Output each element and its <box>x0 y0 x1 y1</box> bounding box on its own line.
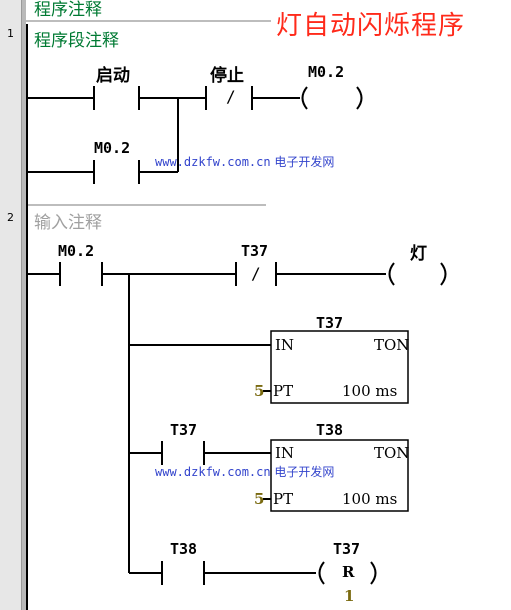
t37-type: TON <box>374 336 410 354</box>
t37-timebase: 100 ms <box>342 382 398 400</box>
network-1-number: 1 <box>7 27 14 40</box>
t38-timer-box <box>270 439 409 512</box>
watermark-site: 电子开发网 <box>274 155 335 169</box>
gutter-divider <box>22 0 26 610</box>
t37-timer-box <box>270 330 409 404</box>
t37-pt-pin: PT <box>273 382 294 400</box>
header-divider <box>26 20 271 22</box>
t37-timer-name: T37 <box>316 314 344 332</box>
reset-coil-right <box>370 561 377 585</box>
seal-contact-label: M0.2 <box>94 139 131 157</box>
m02-coil-left <box>301 86 308 110</box>
t38-timebase: 100 ms <box>342 490 398 508</box>
watermark: www.dzkfw.com.cn 电子开发网 <box>155 463 334 480</box>
t37-in-pin: IN <box>275 336 295 354</box>
network-1-comment[interactable]: 程序段注释 <box>34 31 119 51</box>
t38-in-pin: IN <box>275 444 295 462</box>
reset-coil-symbol: R <box>342 563 355 581</box>
watermark-url: www.dzkfw.com.cn <box>155 465 271 479</box>
light-coil-left <box>388 262 395 286</box>
m02-coil-label: M0.2 <box>308 63 345 81</box>
t38-type: TON <box>374 444 410 462</box>
stop-not-symbol: / <box>226 87 236 106</box>
t38-preset-value: 5 <box>254 490 265 508</box>
reset-coil-left <box>318 561 325 585</box>
watermark-site: 电子开发网 <box>274 465 335 479</box>
network-2-number: 2 <box>7 211 14 224</box>
network-gutter <box>0 0 22 610</box>
t37-not-symbol: / <box>251 264 261 283</box>
m02-coil-right <box>356 86 363 110</box>
light-coil-label: 灯 <box>410 244 427 264</box>
start-contact-label: 启动 <box>96 66 130 86</box>
watermark: www.dzkfw.com.cn 电子开发网 <box>155 153 334 170</box>
m02-contact-label: M0.2 <box>58 242 95 260</box>
program-comment[interactable]: 程序注释 <box>34 0 102 20</box>
t37-nc-contact-label: T37 <box>241 242 269 260</box>
stop-contact-label: 停止 <box>210 66 244 86</box>
reset-count: 1 <box>344 587 355 605</box>
t38-pt-pin: PT <box>273 490 294 508</box>
t37-preset-value: 5 <box>254 382 265 400</box>
network-2-comment[interactable]: 输入注释 <box>34 213 102 233</box>
t38-contact-label: T38 <box>170 540 198 558</box>
t37-no-contact-label: T37 <box>170 421 198 439</box>
network-divider <box>26 204 266 206</box>
t38-timer-name: T38 <box>316 421 344 439</box>
page-title: 灯自动闪烁程序 <box>276 11 466 41</box>
light-coil-right <box>440 262 447 286</box>
watermark-url: www.dzkfw.com.cn <box>155 155 271 169</box>
reset-coil-label: T37 <box>333 540 361 558</box>
